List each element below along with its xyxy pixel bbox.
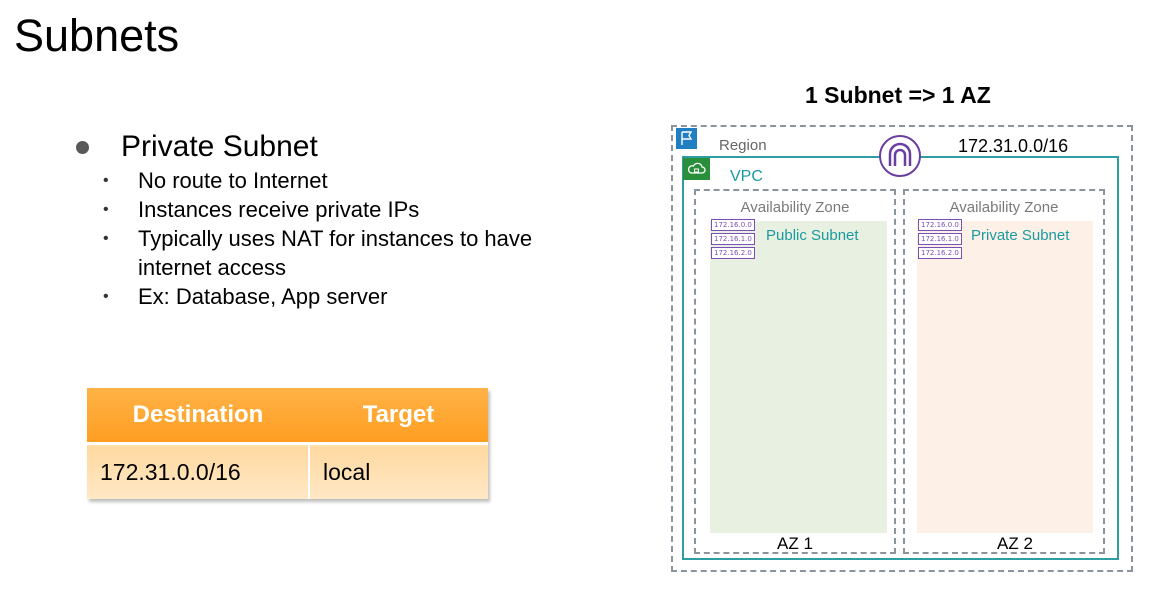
sub-bullet: •Ex: Database, App server <box>103 282 608 311</box>
region-label: Region <box>719 137 767 154</box>
diagram-title: 1 Subnet => 1 AZ <box>805 82 991 108</box>
cidr-block: 172.16.0.0 <box>918 219 962 231</box>
az-name: AZ 1 <box>777 534 813 553</box>
column-header-destination: Destination <box>87 388 309 445</box>
sub-bullet-text: No route to Internet <box>138 168 328 193</box>
sub-bullet-text: Instances receive private IPs <box>138 197 420 222</box>
internet-gateway-icon <box>878 134 922 178</box>
availability-zone-label: Availability Zone <box>740 199 850 216</box>
az-name: AZ 2 <box>997 534 1033 553</box>
destination-cell: 172.31.0.0/16 <box>87 443 310 499</box>
cidr-block: 172.16.1.0 <box>711 233 755 245</box>
sub-bullet: •Instances receive private IPs <box>103 195 608 224</box>
cidr-block: 172.16.0.0 <box>711 219 755 231</box>
cidr-block: 172.16.2.0 <box>918 247 962 259</box>
availability-zone-1 <box>694 189 896 554</box>
cidr-block: 172.16.2.0 <box>711 247 755 259</box>
region-boundary <box>671 125 1133 572</box>
target-cell: local <box>309 443 488 499</box>
vpc-label: VPC <box>730 168 763 185</box>
main-bullet-text: Private Subnet <box>121 130 318 163</box>
vpc-cloud-icon <box>683 158 710 180</box>
availability-zone-label: Availability Zone <box>949 199 1059 216</box>
private-subnet <box>917 221 1093 533</box>
public-subnet <box>710 221 887 533</box>
table-row: 172.31.0.0/16 local <box>87 443 488 499</box>
main-bullet: Private Subnet <box>70 128 318 166</box>
sub-bullet: •Typically uses NAT for instances to hav… <box>103 224 608 282</box>
region-flag-icon <box>676 128 697 149</box>
sub-bullet-text: Typically uses NAT for instances to have… <box>138 226 533 280</box>
column-header-target: Target <box>309 388 488 445</box>
public-subnet-label: Public Subnet <box>766 227 859 244</box>
slide-title: Subnets <box>14 10 180 61</box>
route-table: Destination Target 172.31.0.0/16 local <box>87 388 488 499</box>
sub-bullet-list: •No route to Internet •Instances receive… <box>103 166 608 311</box>
route-table-header-row: Destination Target <box>87 388 488 445</box>
private-subnet-label: Private Subnet <box>971 227 1070 244</box>
cidr-block: 172.16.1.0 <box>918 233 962 245</box>
subnet-cidr-icon: 172.16.0.0 172.16.1.0 172.16.2.0 <box>711 219 755 259</box>
sub-bullet: •No route to Internet <box>103 166 608 195</box>
vpc-cidr-label: 172.31.0.0/16 <box>958 136 1069 156</box>
availability-zone-2 <box>903 189 1105 554</box>
sub-bullet-text: Ex: Database, App server <box>138 284 388 309</box>
bullet-dot <box>76 140 89 154</box>
subnet-cidr-icon: 172.16.0.0 172.16.1.0 172.16.2.0 <box>918 219 962 259</box>
